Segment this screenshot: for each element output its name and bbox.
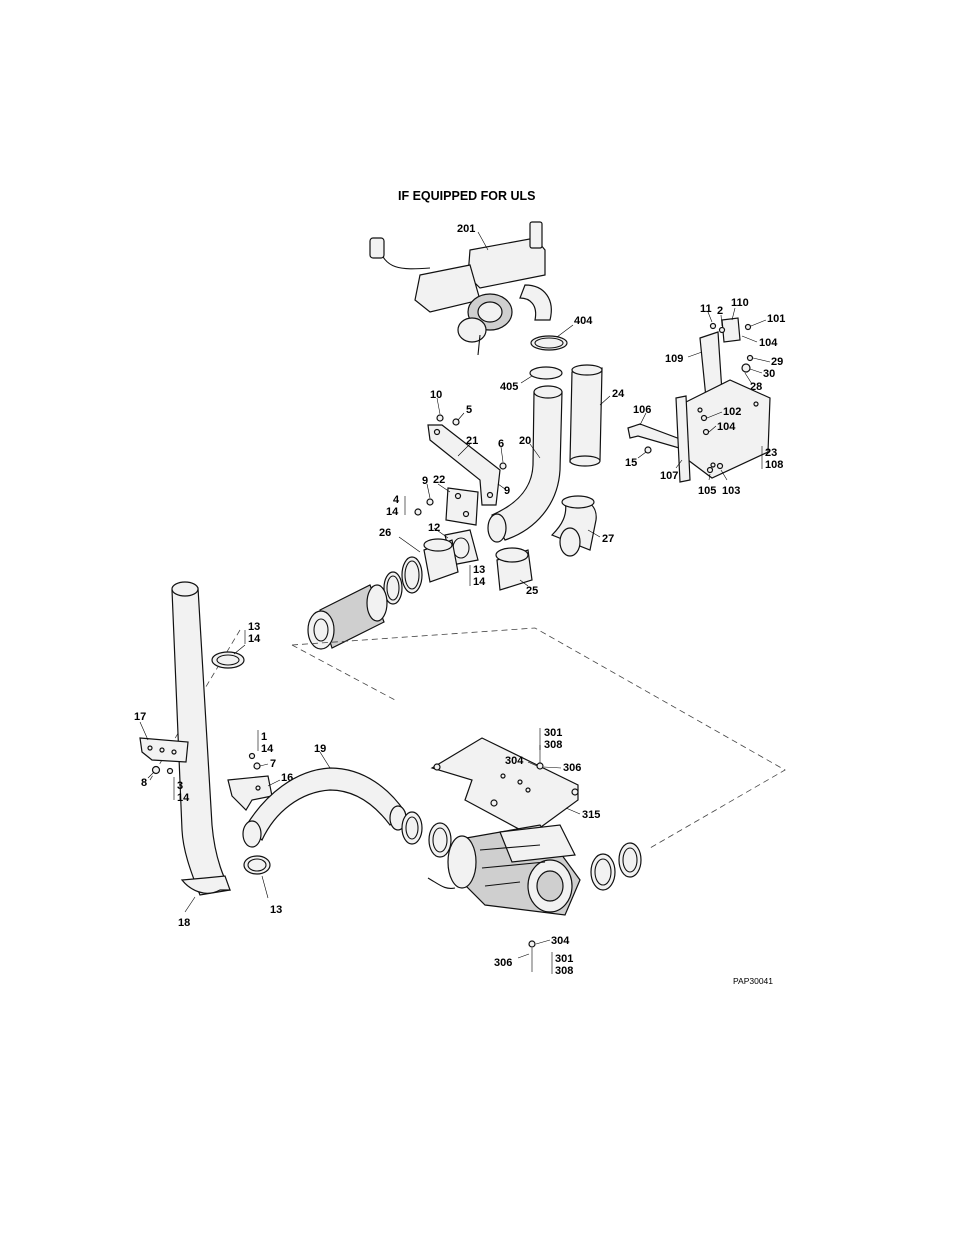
figure-code: PAP30041: [733, 976, 773, 986]
clamp-dpf-outlet: [591, 843, 641, 890]
callout-301b: 301: [555, 953, 573, 965]
callout-301a: 301: [544, 727, 562, 739]
diagram-title: IF EQUIPPED FOR ULS: [398, 189, 536, 203]
callout-102: 102: [723, 406, 741, 418]
clamp-band-upper: [384, 557, 422, 604]
callout-6: 6: [498, 438, 504, 450]
callout-19: 19: [314, 743, 326, 755]
callout-11: 11: [700, 303, 712, 315]
callout-1: 1: [261, 731, 267, 743]
bolt-101: [746, 325, 751, 330]
callout-29: 29: [771, 356, 783, 368]
washer-304-lower: [529, 941, 535, 947]
callout-14c: 14: [248, 633, 261, 645]
callout-8: 8: [141, 777, 147, 789]
exhaust-stack-18: [172, 582, 230, 895]
callout-21: 21: [466, 435, 478, 447]
clamp-13-lower: [244, 856, 270, 874]
callout-304a: 304: [505, 755, 524, 767]
bolt-29: [748, 356, 753, 361]
callout-23: 23: [765, 447, 777, 459]
callout-12: 12: [428, 522, 440, 534]
bolt-1: [250, 754, 255, 759]
exhaust-pipe-20: [488, 386, 562, 542]
callout-13b: 13: [248, 621, 260, 633]
elbow-27: [552, 496, 596, 556]
callout-315: 315: [582, 809, 600, 821]
callout-101: 101: [767, 313, 785, 325]
callout-104a: 104: [759, 337, 778, 349]
callout-3: 3: [177, 780, 183, 792]
bracket-17: [140, 738, 188, 762]
nut-6: [500, 463, 506, 469]
spacer-30: [742, 364, 750, 372]
tube-24: [570, 365, 602, 466]
callout-4: 4: [393, 494, 400, 506]
clamp-404: [531, 336, 567, 350]
bolt-4: [415, 509, 421, 515]
bolt-11: [711, 324, 716, 329]
callout-14d: 14: [261, 743, 274, 755]
callout-17: 17: [134, 711, 146, 723]
callout-103: 103: [722, 485, 740, 497]
callout-306a: 306: [563, 762, 581, 774]
turbocharger-assembly: [370, 222, 551, 355]
callout-13a: 13: [473, 564, 485, 576]
bolt-3: [168, 769, 173, 774]
washer-104: [704, 430, 709, 435]
washer-7: [254, 763, 260, 769]
callout-306b: 306: [494, 957, 512, 969]
callout-26: 26: [379, 527, 391, 539]
callout-14b: 14: [473, 576, 486, 588]
sleeve-25: [496, 548, 532, 590]
washer-103: [718, 464, 723, 469]
sleeve-26: [424, 539, 458, 582]
callout-308a: 308: [544, 739, 562, 751]
washer-304-upper: [537, 763, 543, 769]
callout-110: 110: [731, 297, 749, 309]
callout-201: 201: [457, 223, 475, 235]
callout-109: 109: [665, 353, 683, 365]
callout-9a: 9: [422, 475, 428, 487]
callout-405: 405: [500, 381, 518, 393]
callout-108: 108: [765, 459, 783, 471]
mounting-plate-315: [432, 738, 578, 835]
callout-24: 24: [612, 388, 625, 400]
nut-105: [708, 468, 713, 473]
callout-13c: 13: [270, 904, 282, 916]
clamp-13-upper: [212, 652, 244, 668]
dashed-leader-left: [292, 645, 395, 700]
callout-15: 15: [625, 457, 637, 469]
bracket-22: [446, 488, 478, 525]
callout-27: 27: [602, 533, 614, 545]
washer-2: [720, 328, 725, 333]
callout-107: 107: [660, 470, 678, 482]
callout-14a: 14: [386, 506, 399, 518]
callout-2: 2: [717, 305, 723, 317]
callout-30: 30: [763, 368, 775, 380]
callout-5: 5: [466, 404, 472, 416]
bolt-9: [427, 499, 433, 505]
callout-105: 105: [698, 485, 716, 497]
callout-10: 10: [430, 389, 442, 401]
bolt-10: [437, 415, 443, 421]
callout-308b: 308: [555, 965, 573, 977]
callout-25: 25: [526, 585, 538, 597]
callout-7: 7: [270, 758, 276, 770]
callout-104b: 104: [717, 421, 736, 433]
clamp-dpf-inlet: [402, 812, 451, 857]
callout-404: 404: [574, 315, 593, 327]
callout-20: 20: [519, 435, 531, 447]
callout-9b: 9: [504, 485, 510, 497]
callout-18: 18: [178, 917, 190, 929]
callout-106: 106: [633, 404, 651, 416]
callout-22: 22: [433, 474, 445, 486]
bolt-102: [702, 416, 707, 421]
gasket-405: [530, 367, 562, 379]
callout-14e: 14: [177, 792, 190, 804]
callout-304b: 304: [551, 935, 570, 947]
